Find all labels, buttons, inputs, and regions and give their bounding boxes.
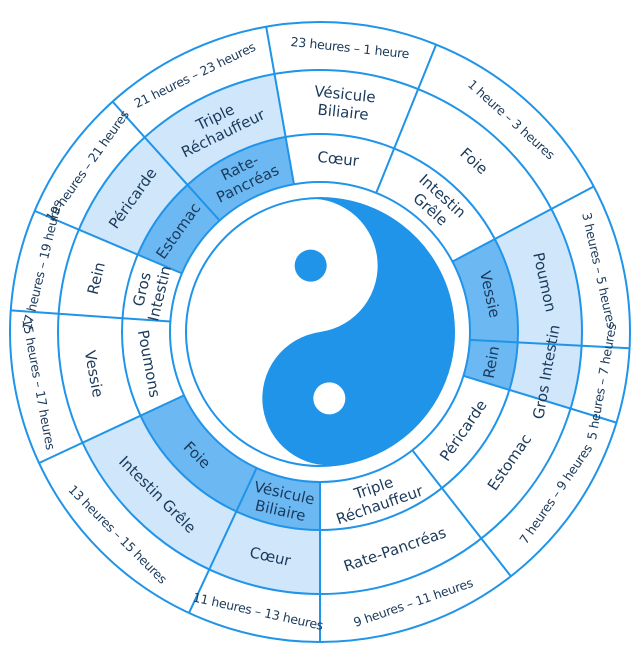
segment-divider [463, 374, 617, 424]
segment-divider [10, 309, 171, 323]
outer-band-shade [509, 342, 582, 409]
yin-yang-dot-top [294, 249, 327, 282]
time-range-label: 5 heures – 7 heures [584, 322, 619, 440]
outer-organ-label: Foie [456, 144, 491, 178]
outer-band-shade [494, 208, 583, 346]
inner-organ-label-text: Péricarde [436, 397, 491, 465]
outer-organ-label: Estomac [484, 431, 535, 494]
outer-band-shade [209, 511, 320, 594]
outer-organ-label-text: Biliaire [317, 101, 370, 124]
time-range-label: 1 heure – 3 heures [465, 77, 558, 163]
outer-organ-label-text: Foie [456, 144, 491, 178]
inner-band-shade [187, 137, 294, 221]
inner-band-shade [140, 395, 257, 512]
segment-divider [265, 26, 295, 185]
inner-organ-label: Cœur [317, 148, 361, 170]
outer-band-shade [78, 137, 188, 255]
time-range-label-text: 1 heure – 3 heures [465, 77, 558, 163]
segment-divider [188, 467, 258, 614]
segment-divider [375, 44, 438, 194]
segment-divider [111, 100, 221, 222]
inner-band-shade [236, 467, 320, 530]
time-range-label-text: 11 heures – 13 heures [192, 590, 325, 633]
inner-band-shade [452, 239, 519, 343]
outer-organ-label: Rein [84, 260, 109, 296]
inner-organ-label: Poumons [134, 328, 164, 399]
outer-organ-label-text: Rein [84, 260, 109, 296]
segment-divider [469, 338, 630, 350]
time-range-label: 11 heures – 13 heures [192, 590, 325, 633]
inner-organ-label: Péricarde [436, 397, 491, 465]
yin-yang-dot-bottom [313, 382, 346, 415]
inner-band-shade [463, 339, 518, 390]
segment-divider [411, 449, 512, 577]
segment-dividers [10, 26, 630, 642]
inner-organ-label-text: Cœur [317, 148, 361, 170]
time-range-label: 9 heures – 11 heures [351, 575, 474, 630]
segment-divider [34, 209, 183, 275]
segment-divider [38, 394, 185, 464]
time-range-label: 23 heures – 1 heure [290, 34, 411, 61]
time-range-label-text: 23 heures – 1 heure [290, 34, 411, 61]
outer-organ-label-text: Vessie [81, 349, 107, 399]
time-range-label-text: 9 heures – 11 heures [351, 575, 474, 630]
segment-divider [451, 185, 595, 263]
inner-band-shade [137, 184, 220, 274]
yang-half [262, 198, 454, 466]
outer-band-shade [82, 415, 237, 570]
outer-organ-label: Vessie [81, 349, 107, 399]
segment-fills [78, 73, 583, 594]
inner-organ-label-text: Poumons [134, 328, 164, 399]
outer-organ-label-text: Estomac [484, 431, 535, 494]
outer-band-shade [144, 73, 286, 185]
inner-organ-label: Rein [480, 345, 503, 380]
yin-yang-symbol [185, 197, 455, 467]
time-range-label-text: 5 heures – 7 heures [584, 322, 619, 440]
inner-organ-label-text: Rein [480, 345, 503, 380]
